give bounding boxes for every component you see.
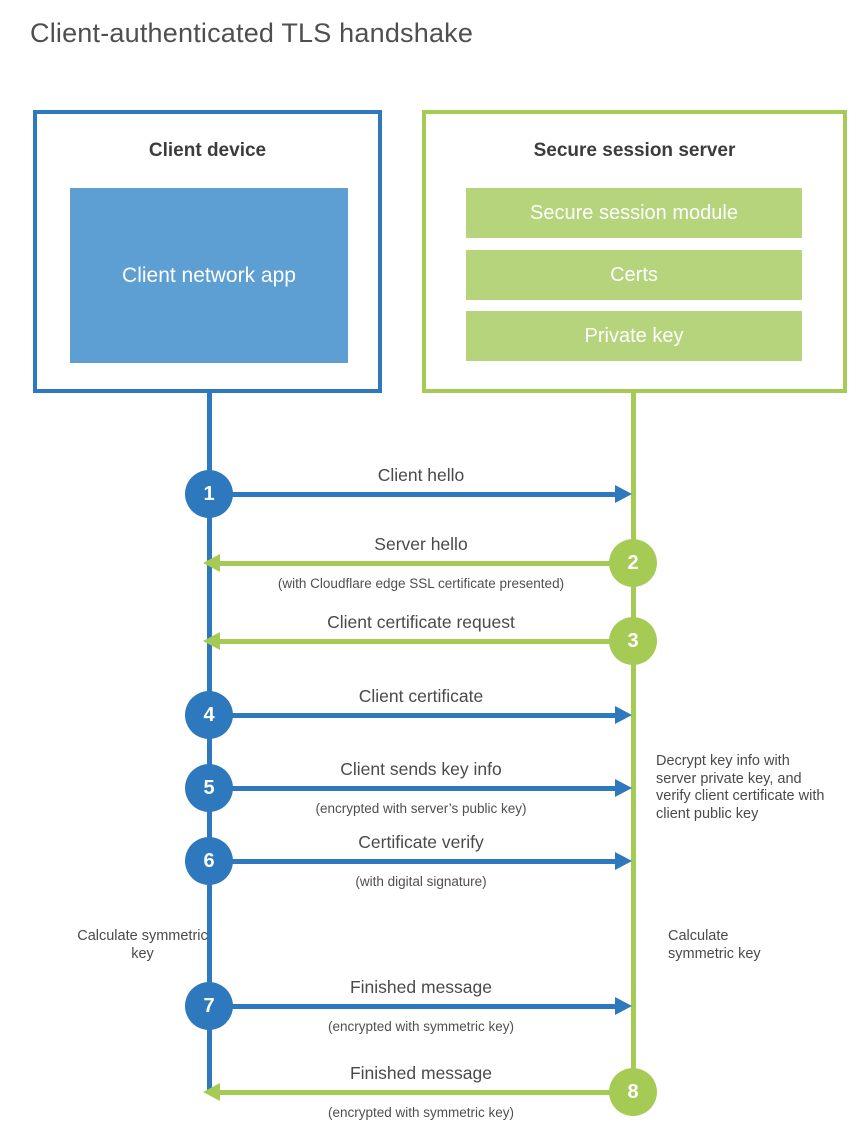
arrowhead-right-icon	[615, 485, 632, 503]
page-title: Client-authenticated TLS handshake	[30, 18, 474, 48]
arrowhead-left-icon	[203, 554, 220, 572]
arrowhead-right-icon	[615, 997, 632, 1015]
step-number-badge: 7	[185, 982, 233, 1030]
client-device-title: Client device	[148, 140, 267, 161]
step-sublabel: (encrypted with symmetric key)	[327, 1105, 515, 1120]
step-number-badge: 8	[609, 1068, 657, 1116]
step-sublabel: (encrypted with symmetric key)	[327, 1019, 515, 1034]
arrow-line	[209, 1004, 616, 1009]
step-label: Client certificate request	[327, 612, 515, 632]
server-module-bar: Certs	[466, 250, 802, 300]
calculate-symmetric-key-client-note: Calculate symmetric key	[77, 928, 208, 962]
client-lifeline	[207, 393, 212, 1092]
step-number-badge: 4	[185, 691, 233, 739]
arrowhead-right-icon	[615, 706, 632, 724]
decrypt-key-info-note: Decrypt key info with server private key…	[656, 753, 825, 822]
step-label: Finished message	[349, 977, 493, 997]
step-number-badge: 6	[185, 837, 233, 885]
arrow-line	[209, 713, 616, 718]
arrow-line	[209, 786, 616, 791]
step-number-badge: 1	[185, 470, 233, 518]
step-sublabel: (with digital signature)	[355, 874, 487, 889]
arrow-line	[218, 561, 633, 566]
step-label: Client certificate	[358, 686, 484, 706]
step-label: Server hello	[374, 534, 468, 554]
step-label: Certificate verify	[358, 832, 484, 852]
arrowhead-left-icon	[203, 1083, 220, 1101]
client-device-box: Client device Client network app	[33, 110, 382, 393]
step-label: Client hello	[377, 465, 465, 485]
step-label: Finished message	[349, 1063, 493, 1083]
arrow-line	[209, 492, 616, 497]
step-number-badge: 2	[609, 539, 657, 587]
calculate-symmetric-key-server-note: Calculate symmetric key	[668, 928, 761, 962]
step-sublabel: (with Cloudflare edge SSL certificate pr…	[277, 576, 565, 591]
secure-session-server-box: Secure session server Secure session mod…	[422, 110, 847, 393]
server-module-bar: Private key	[466, 311, 802, 361]
client-network-app-label: Client network app	[122, 264, 296, 287]
secure-session-server-title: Secure session server	[533, 140, 736, 161]
step-label: Client sends key info	[340, 759, 502, 779]
client-network-app-rect: Client network app	[70, 188, 348, 363]
arrow-line	[209, 859, 616, 864]
step-number-badge: 3	[609, 617, 657, 665]
server-lifeline	[631, 393, 636, 1092]
step-sublabel: (encrypted with server’s public key)	[315, 801, 527, 816]
arrowhead-right-icon	[615, 852, 632, 870]
arrow-line	[218, 639, 633, 644]
server-module-bar: Secure session module	[466, 188, 802, 238]
arrowhead-right-icon	[615, 779, 632, 797]
arrowhead-left-icon	[203, 632, 220, 650]
arrow-line	[218, 1090, 633, 1095]
step-number-badge: 5	[185, 764, 233, 812]
